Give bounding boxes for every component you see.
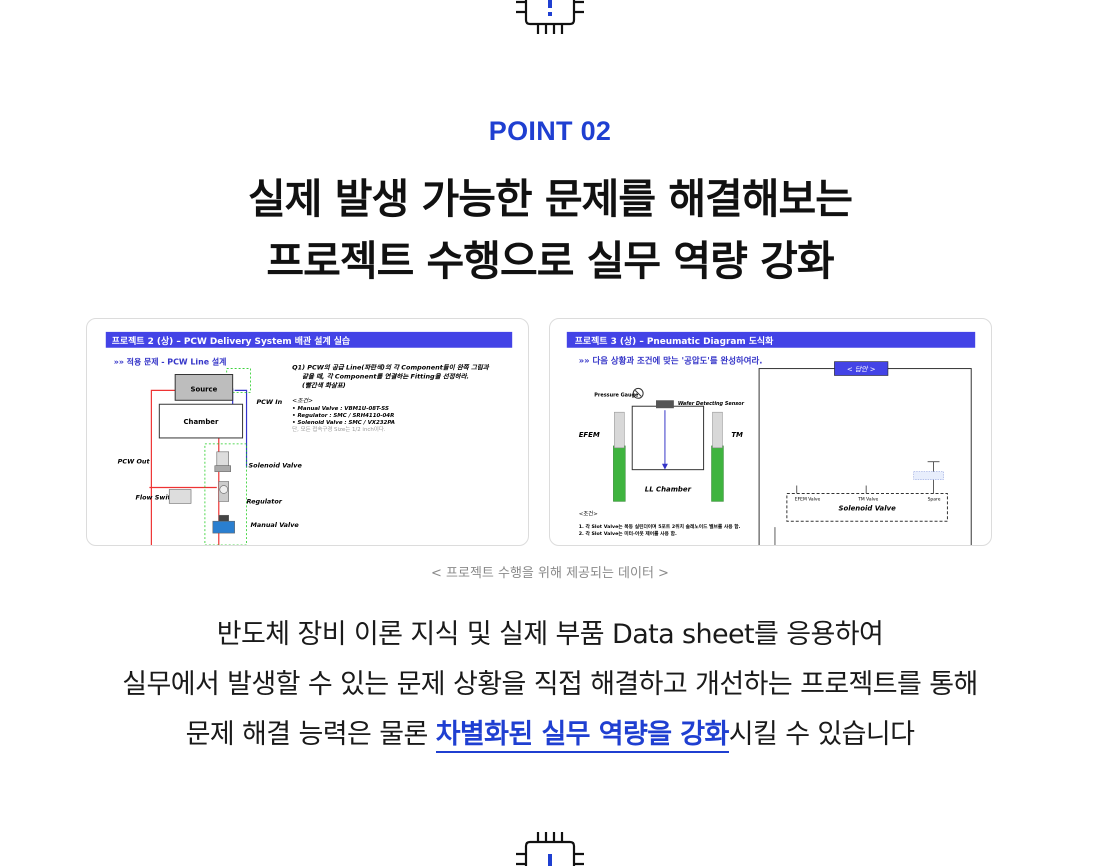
label-flow-switch: Flow Switch	[136, 493, 180, 501]
label-solenoid: Solenoid Valve	[249, 462, 303, 470]
label-tm-valve: TM Valve	[857, 496, 878, 502]
label-regulator: Regulator	[247, 497, 283, 505]
body-line-2: 실무에서 발생할 수 있는 문제 상황을 직접 해결하고 개선하는 프로젝트를 …	[122, 669, 978, 700]
right-conditions-label: <조건>	[579, 510, 598, 517]
slide-left-subtitle: »» 적용 문제 - PCW Line 설계	[114, 357, 227, 367]
headline-line-1: 실제 발생 가능한 문제를 해결해보는	[248, 175, 853, 223]
slide-right-title: 프로젝트 3 (상) – Pneumatic Diagram 도식화	[575, 335, 774, 347]
answer-label: < 답안 >	[847, 366, 876, 374]
headline: 실제 발생 가능한 문제를 해결해보는 프로젝트 수행으로 실무 역량 강화	[0, 168, 1100, 292]
slide-left-title: 프로젝트 2 (상) – PCW Delivery System 배관 설계 실…	[112, 335, 350, 347]
question-line-2: 같을 때, 각 Component를 연결하는 Fitting을 선정하라.	[302, 372, 469, 380]
label-spare: Spare	[928, 496, 941, 502]
label-source: Source	[190, 385, 217, 393]
svg-text:• Solenoid Valve : SMC / VX232: • Solenoid Valve : SMC / VX232PA	[292, 420, 395, 426]
chip-icon-bottom	[516, 832, 584, 866]
slide-pcw-delivery: 프로젝트 2 (상) – PCW Delivery System 배관 설계 실…	[86, 318, 529, 546]
right-condition-2: 2. 각 Slot Valve는 미터-아웃 제어를 사용 함.	[579, 530, 677, 537]
headline-line-2: 프로젝트 수행으로 실무 역량 강화	[266, 237, 834, 285]
point-label: POINT 02	[488, 116, 612, 146]
body-line-3: 문제 해결 능력은 물론 차별화된 실무 역량을 강화시킬 수 있습니다	[0, 710, 1100, 760]
body-line-3-pre: 문제 해결 능력은 물론	[185, 719, 436, 750]
svg-text:• Manual Valve : VBM1U-08T-SS: • Manual Valve : VBM1U-08T-SS	[292, 406, 389, 412]
question-line-1: Q1) PCW의 공급 Line(파란색)의 각 Component들이 완쪽 …	[292, 364, 490, 372]
body-line-1: 반도체 장비 이론 지식 및 실제 부품 Data sheet를 응용하여	[216, 619, 884, 650]
label-tm: TM	[731, 431, 743, 439]
image-caption: < 프로젝트 수행을 위해 제공되는 데이터 >	[431, 566, 669, 581]
conditions-label: <조건>	[292, 397, 313, 404]
body-highlight: 차별화된 실무 역량을 강화	[435, 719, 729, 753]
label-wafer-sensor: Wafer Detecting Sensor	[678, 401, 745, 407]
label-pcw-out: PCW Out	[118, 458, 151, 466]
chip-icon	[516, 0, 584, 34]
slide-right-subtitle: »» 다음 상황과 조건에 맞는 '공압도'를 완성하여라.	[579, 356, 763, 366]
label-pcw-in: PCW In	[256, 398, 282, 406]
label-efem: EFEM	[579, 431, 600, 439]
label-pressure-gauge: Pressure Gauge	[594, 392, 639, 398]
label-chamber: Chamber	[183, 418, 219, 426]
label-ll-chamber: LL Chamber	[645, 485, 692, 493]
condition-1: Manual Valve : VBM1U-08T-SS	[298, 406, 389, 412]
label-solenoid-valve: Solenoid Valve	[838, 504, 896, 512]
question-line-3: (빨간색 화살표)	[302, 381, 346, 389]
condition-note: 단, 모든 접속구경 Size는 1/2 inch이다.	[292, 425, 386, 433]
body-line-3-post: 시킬 수 있습니다	[728, 719, 915, 750]
condition-2: Regulator : SMC / SRH4110-04R	[298, 413, 395, 419]
condition-3: Solenoid Valve : SMC / VX232PA	[298, 420, 396, 426]
label-efem-valve: EFEM Valve	[795, 496, 821, 502]
body-text: 반도체 장비 이론 지식 및 실제 부품 Data sheet를 응용하여 실무…	[0, 610, 1100, 760]
right-condition-1: 1. 각 Slot Valve는 복동 실린더이며 5포트 2위치 솔레노이드 …	[579, 523, 741, 530]
svg-text:• Regulator : SMC / SRH4110-04: • Regulator : SMC / SRH4110-04R	[292, 413, 394, 419]
label-manual-valve: Manual Valve	[251, 521, 300, 529]
slide-pneumatic-diagram: 프로젝트 3 (상) – Pneumatic Diagram 도식화 »» 다음…	[549, 318, 992, 546]
